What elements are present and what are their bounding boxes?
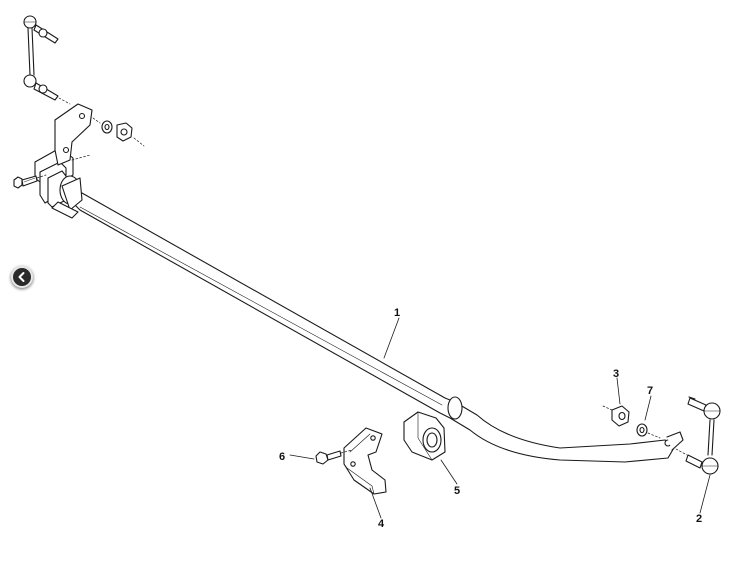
right-washer [636, 423, 661, 439]
callout-labels: 1 2 3 4 5 6 7 [279, 307, 702, 530]
callout-3: 3 [613, 368, 619, 380]
callout-4: 4 [378, 518, 385, 530]
anti-roll-bar [69, 192, 684, 463]
right-nut [602, 405, 630, 427]
left-washer-nut [92, 117, 145, 147]
clamp-bracket [343, 427, 387, 495]
callout-6: 6 [279, 451, 285, 463]
left-bolt [13, 174, 47, 189]
callout-7: 7 [647, 385, 653, 397]
chevron-left-icon [18, 272, 25, 282]
left-drop-link [23, 15, 71, 105]
left-bush-clamp-assembly [34, 103, 93, 219]
clamp-bolt [315, 449, 353, 465]
callout-2: 2 [696, 513, 702, 525]
callout-5: 5 [454, 485, 460, 497]
callout-1: 1 [394, 307, 400, 319]
leader-lines [289, 317, 711, 519]
previous-button[interactable] [11, 266, 33, 288]
bush [403, 411, 446, 461]
right-drop-link [675, 396, 721, 475]
